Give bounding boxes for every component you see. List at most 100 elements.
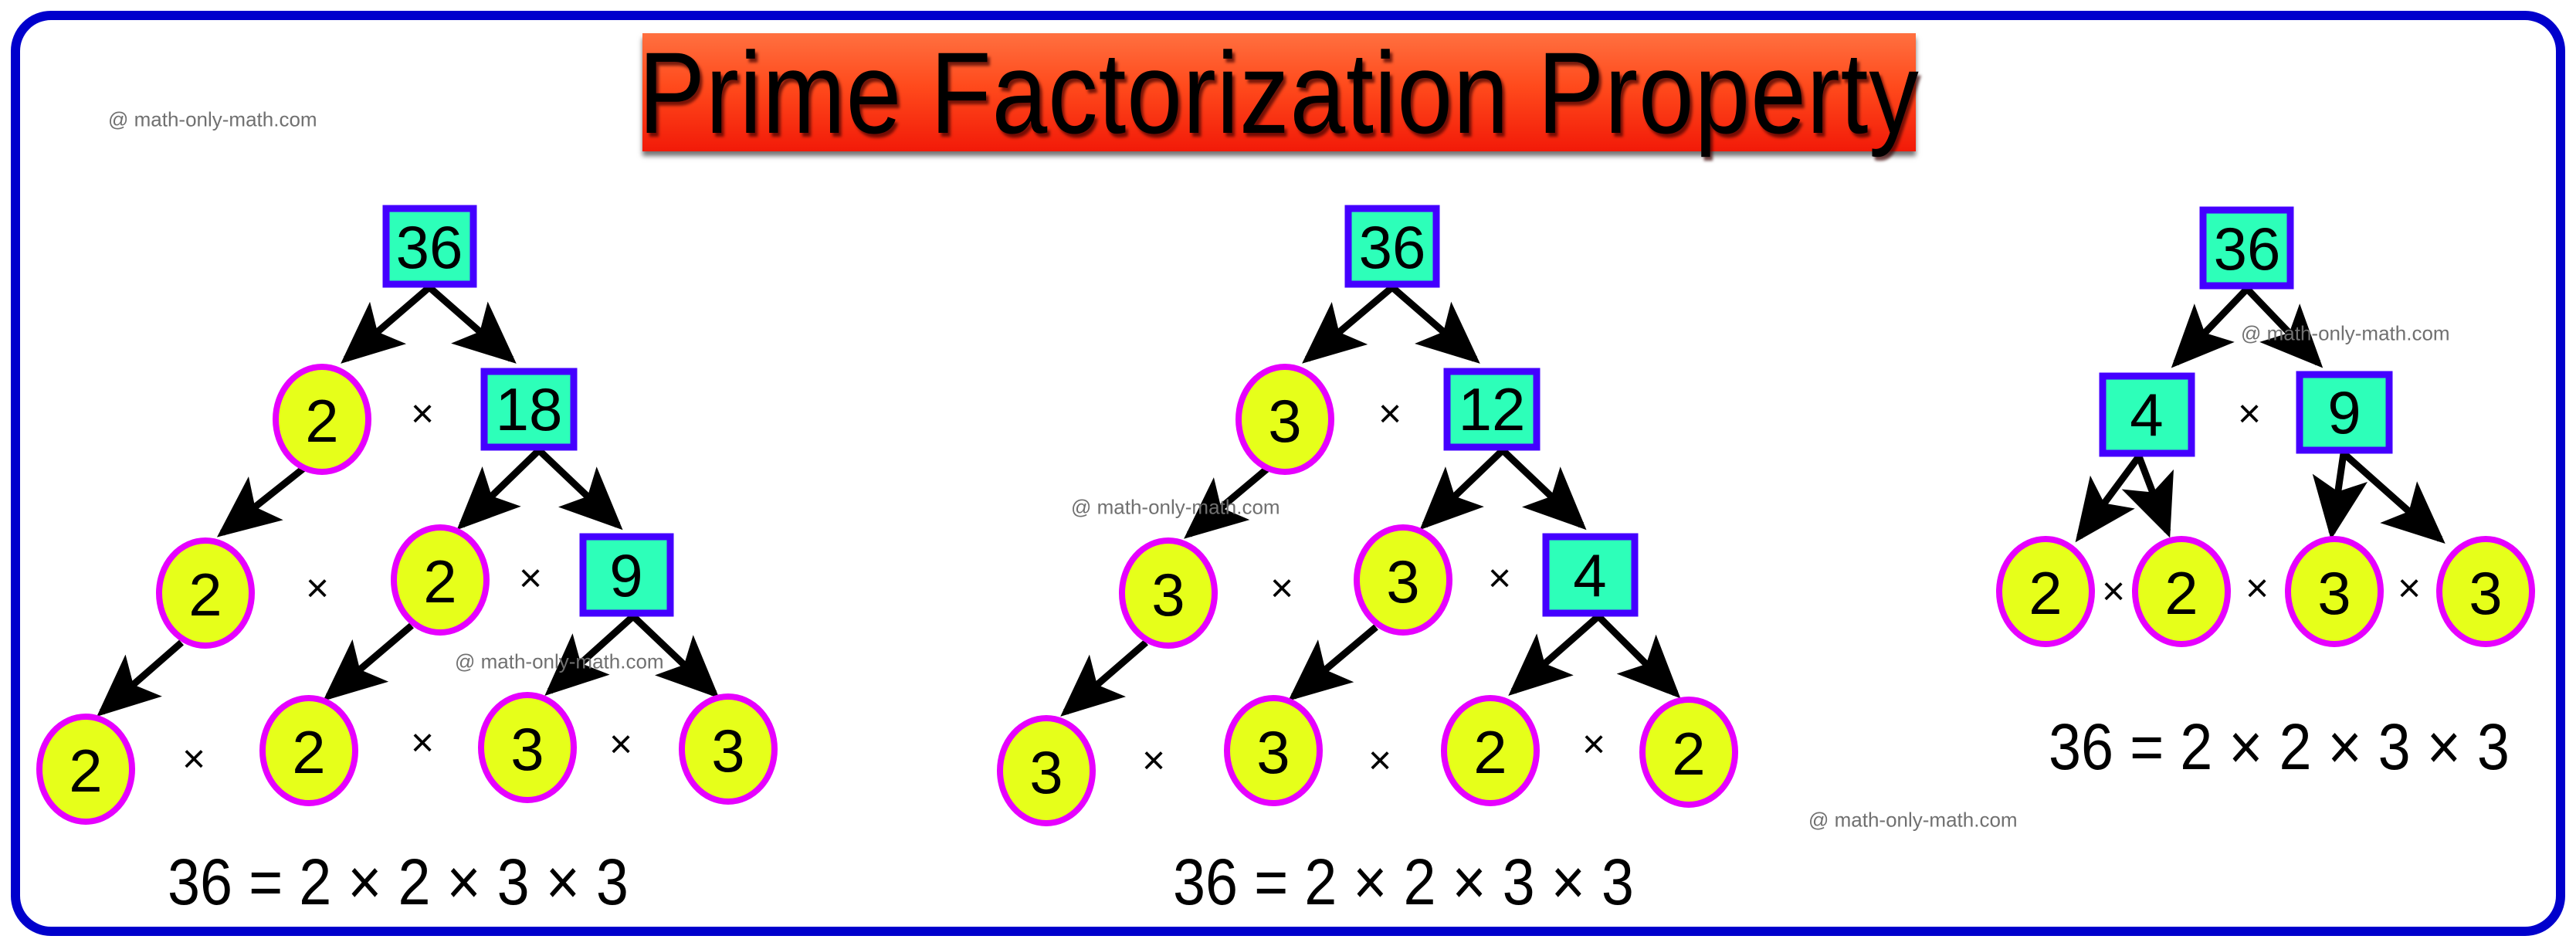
multiply-sign: ×	[2238, 392, 2261, 436]
arrow-icon	[544, 613, 636, 697]
watermark: @ math-only-math.com	[455, 649, 664, 673]
prime-node: 2	[259, 695, 358, 806]
node-value: 2	[69, 737, 102, 805]
prime-node: 2	[1441, 695, 1540, 806]
multiply-sign: ×	[1378, 392, 1402, 436]
node-value: 9	[2327, 378, 2361, 446]
node-value: 2	[188, 561, 222, 629]
prime-node: 3	[997, 715, 1096, 826]
prime-node: 3	[679, 693, 778, 805]
node-value: 3	[510, 715, 544, 783]
node-value: 3	[1029, 738, 1063, 806]
equation-tree-1: 36 = 2 × 2 × 3 × 3	[168, 846, 629, 918]
multiply-sign: ×	[2398, 566, 2421, 611]
prime-node: 2	[391, 524, 490, 636]
multiply-sign: ×	[1488, 556, 1511, 601]
page-title: Prime Factorization Property	[639, 27, 1920, 158]
diagram-border	[11, 11, 2565, 936]
factor-tree-3: 36 4 × 9 2 × 2 × 3 × 3	[1996, 206, 2535, 647]
arrow-icon	[536, 447, 623, 531]
composite-node: 36	[2199, 206, 2294, 290]
node-value: 4	[2130, 381, 2163, 449]
prime-node: 3	[1224, 695, 1323, 806]
arrow-icon	[1500, 447, 1587, 531]
watermark: @ math-only-math.com	[1071, 495, 1280, 519]
multiply-sign: ×	[182, 737, 205, 782]
multiply-sign: ×	[411, 392, 434, 436]
title-banner: Prime Factorization Property	[639, 33, 1919, 151]
node-value: 2	[2029, 559, 2062, 627]
factor-tree-2: 36 3 × 12 3 × 3 × 4 3 ×	[997, 205, 1738, 826]
prime-node: 2	[273, 364, 371, 475]
node-value: 2	[1672, 720, 1705, 788]
node-value: 9	[609, 541, 642, 609]
multiply-sign: ×	[1368, 738, 1391, 783]
multiply-sign: ×	[1142, 738, 1165, 783]
equation-tree-2: 36 = 2 × 2 × 3 × 3	[1173, 846, 1634, 918]
arrow-icon	[1390, 284, 1480, 364]
prime-node: 2	[2132, 536, 2231, 647]
composite-node: 4	[2099, 372, 2195, 457]
prime-node: 3	[2285, 536, 2384, 647]
node-value: 2	[423, 548, 456, 615]
arrow-icon	[2341, 450, 2446, 544]
node-value: 2	[292, 718, 325, 786]
arrow-icon	[1288, 624, 1378, 701]
prime-node: 3	[1235, 364, 1334, 475]
node-value: 2	[2164, 559, 2198, 627]
equation-tree-3: 36 = 2 × 2 × 3 × 3	[2049, 710, 2510, 783]
node-value: 12	[1459, 375, 1526, 443]
arrow-icon	[630, 613, 720, 699]
composite-node: 36	[382, 205, 477, 288]
arrow-icon	[1184, 466, 1269, 539]
composite-node: 18	[480, 368, 578, 451]
arrow-icon	[1060, 639, 1148, 717]
prime-node: 3	[478, 692, 577, 803]
composite-node: 4	[1542, 533, 1639, 617]
arrow-icon	[427, 284, 517, 364]
prime-node: 3	[1354, 524, 1452, 636]
prime-node: 2	[156, 537, 255, 649]
arrow-icon	[2121, 455, 2174, 538]
arrow-icon	[1508, 613, 1601, 696]
multiply-sign: ×	[519, 556, 542, 601]
multiply-sign: ×	[1270, 566, 1293, 611]
arrow-icon	[2171, 286, 2250, 368]
node-value: 4	[1573, 541, 1606, 609]
node-value: 3	[1256, 718, 1290, 786]
multiply-sign: ×	[2102, 569, 2125, 614]
node-value: 3	[1151, 561, 1185, 629]
arrow-icon	[97, 639, 184, 717]
composite-node: 9	[579, 533, 674, 617]
prime-node: 2	[1996, 536, 2095, 647]
node-value: 2	[305, 387, 338, 455]
multiply-sign: ×	[2246, 566, 2269, 611]
multiply-sign: ×	[1582, 722, 1605, 767]
multiply-sign: ×	[609, 722, 632, 767]
node-value: 3	[1268, 387, 1301, 455]
arrows	[97, 284, 2446, 717]
node-value: 36	[2214, 215, 2281, 283]
prime-node: 3	[1119, 537, 1218, 649]
node-value: 36	[396, 213, 463, 281]
node-value: 2	[1473, 718, 1507, 786]
arrow-icon	[1302, 284, 1395, 364]
arrow-icon	[216, 464, 307, 537]
watermark: @ math-only-math.com	[108, 107, 317, 131]
prime-node: 2	[1639, 697, 1738, 808]
arrow-icon	[341, 284, 432, 364]
arrow-icon	[1595, 613, 1681, 699]
multiply-sign: ×	[411, 721, 434, 765]
node-value: 3	[1386, 548, 1419, 615]
node-value: 18	[496, 375, 563, 443]
composite-node: 12	[1443, 368, 1541, 451]
composite-node: 36	[1344, 205, 1440, 288]
composite-node: 9	[2296, 371, 2393, 454]
prime-node: 2	[36, 714, 135, 825]
watermark: @ math-only-math.com	[2241, 321, 2450, 345]
factor-tree-1: 36 2 × 18 2 × 2 × 9 2 ×	[36, 205, 778, 825]
node-value: 3	[2469, 559, 2502, 627]
arrow-icon	[456, 447, 542, 531]
node-value: 36	[1359, 213, 1426, 281]
